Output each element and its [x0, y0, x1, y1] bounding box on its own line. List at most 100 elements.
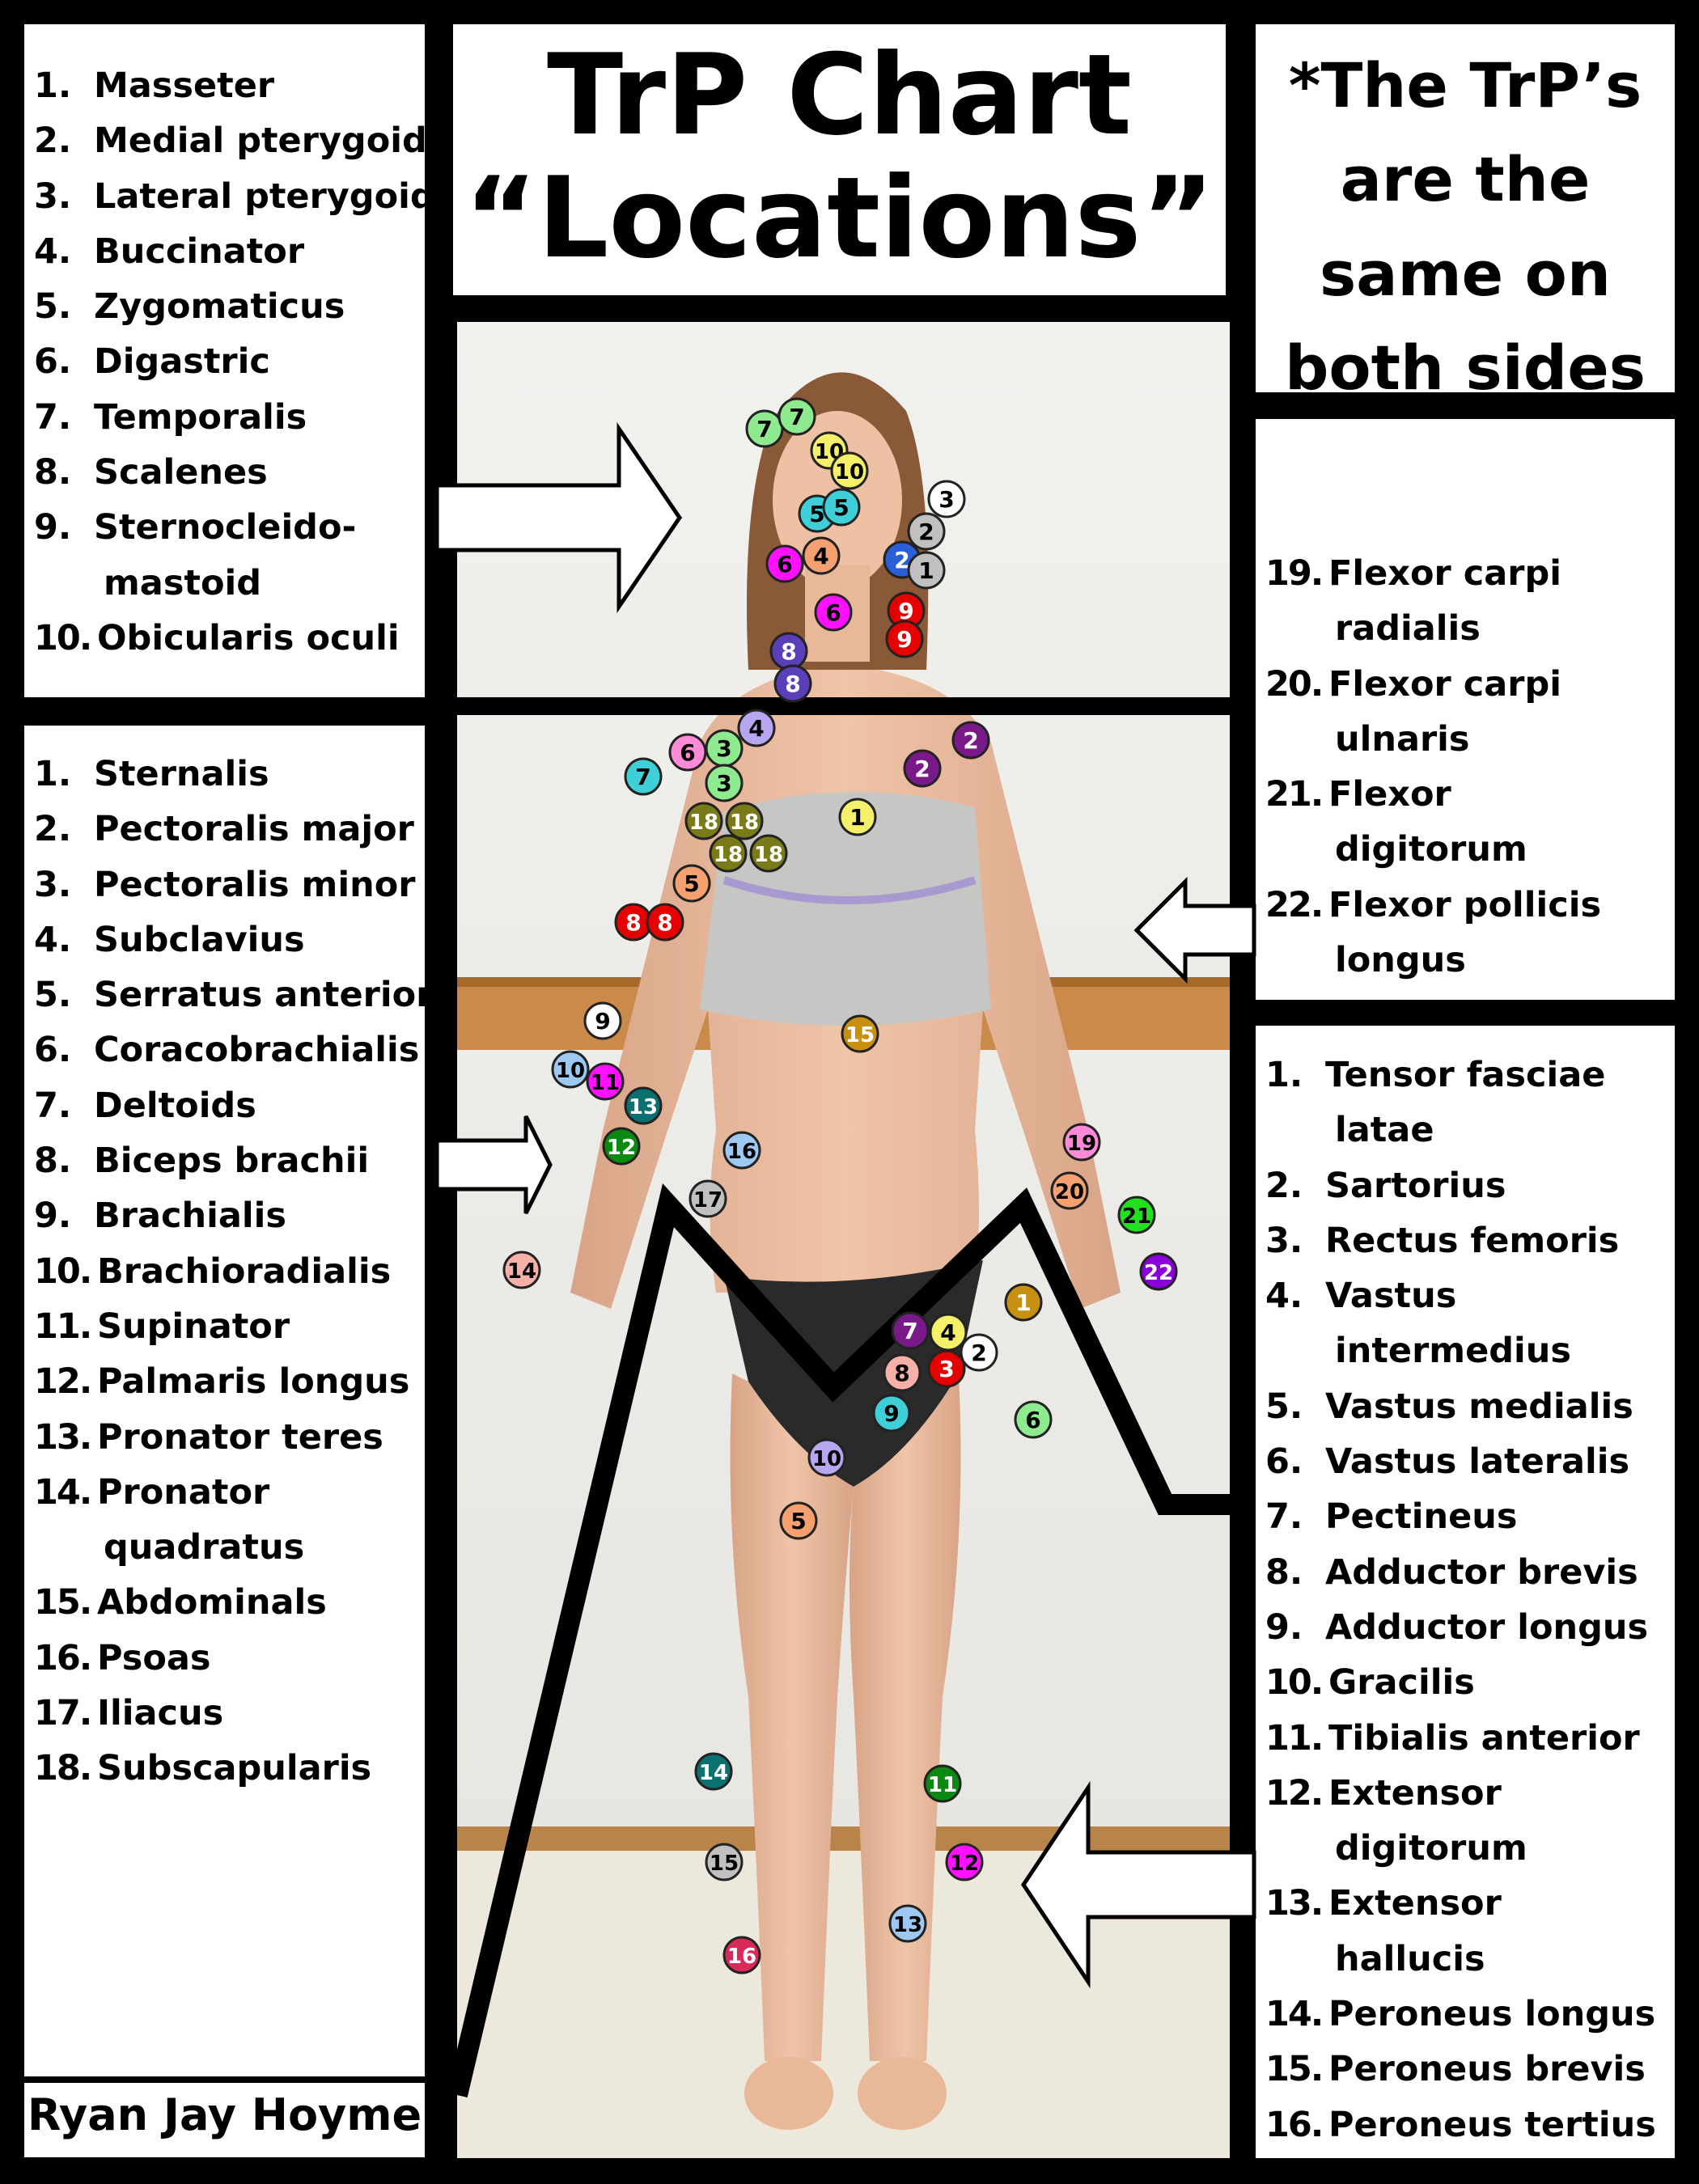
trigger-point-marker: 9: [872, 1394, 911, 1433]
list-item: 21.Flexor: [1265, 767, 1601, 822]
list-item-label: Peroneus tertius: [1328, 2104, 1656, 2145]
trigger-point-dot: [838, 798, 877, 836]
trigger-point-marker: 9: [885, 620, 924, 658]
trigger-point-dot: [888, 1904, 927, 1943]
list-item: quadratus: [34, 1520, 433, 1575]
trigger-point-dot: [646, 903, 684, 942]
list-item-label: intermedius: [1335, 1331, 1571, 1372]
list-item: 12.Palmaris longus: [34, 1354, 433, 1409]
trigger-point-label: 20: [1055, 1180, 1084, 1204]
leg-arrow: [1020, 1780, 1256, 1989]
trigger-point-dot: [929, 1313, 968, 1352]
trigger-point-label: 4: [748, 715, 764, 742]
trigger-point-marker: 12: [945, 1843, 984, 1881]
trigger-point-label: 7: [902, 1318, 917, 1344]
list-item-number: 9.: [34, 507, 72, 548]
trigger-point-label: 1: [918, 557, 934, 584]
trigger-point-label: 13: [629, 1095, 658, 1120]
list-item: 1.Masseter: [34, 58, 435, 113]
note-panel: [1256, 24, 1675, 392]
list-item-label: Tibialis anterior: [1328, 1717, 1640, 1759]
trigger-point-dot: [960, 1333, 998, 1372]
list-item-label: Peroneus longus: [1328, 1994, 1656, 2035]
trigger-point-dot: [841, 1014, 879, 1053]
list-item-number: 13.: [34, 1416, 92, 1458]
list-item-number: 5.: [34, 286, 72, 328]
list-item: 15.Abdominals: [34, 1575, 433, 1630]
list-item: 8.Scalenes: [34, 445, 435, 500]
trigger-point-dot: [885, 620, 924, 658]
leg-muscle-list-panel: [1256, 1026, 1675, 2158]
list-item-number: 1.: [34, 66, 72, 106]
trigger-point-marker: 2: [951, 721, 990, 760]
trigger-point-label: 12: [950, 1852, 979, 1876]
trigger-point-dot: [624, 757, 663, 796]
forearm-muscle-list-panel: [1256, 419, 1675, 1000]
trigger-point-dot: [777, 397, 816, 436]
trigger-point-dot: [705, 764, 744, 802]
list-item-number: 2.: [34, 121, 72, 162]
list-item-label: radialis: [1335, 608, 1481, 650]
note-line-4: both sides: [1285, 331, 1646, 404]
list-item: 17.Iliacus: [34, 1686, 433, 1741]
trigger-point-label: 2: [914, 756, 930, 782]
trigger-point-marker: 15: [705, 1843, 744, 1881]
trigger-point-marker: 1: [907, 551, 946, 590]
author-panel: [24, 2083, 425, 2157]
trigger-point-dot: [1117, 1196, 1156, 1234]
list-item: 4.Vastus: [1265, 1268, 1656, 1323]
trigger-point-marker: 6: [1014, 1400, 1053, 1439]
list-item-number: 20.: [1265, 663, 1324, 705]
trigger-point-dot: [502, 1251, 541, 1289]
list-item: mastoid: [34, 556, 435, 611]
list-item-label: Extensor: [1328, 1883, 1502, 1924]
list-item-label: Palmaris longus: [97, 1361, 410, 1403]
trigger-point-marker: 21: [1117, 1196, 1156, 1234]
trigger-point-marker: 18: [725, 802, 764, 840]
trigger-point-marker: 12: [602, 1127, 641, 1166]
trigger-point-dot: [722, 1131, 761, 1170]
trigger-point-marker: 3: [705, 764, 744, 802]
list-item: hallucis: [1265, 1932, 1656, 1987]
list-item-number: 11.: [1265, 1717, 1324, 1759]
trigger-point-dot: [802, 536, 841, 575]
trigger-point-marker: 11: [923, 1764, 962, 1803]
trigger-point-dot: [872, 1394, 911, 1433]
list-item-label: Adductor longus: [1325, 1606, 1649, 1648]
trigger-point-marker: 10: [830, 451, 869, 490]
trigger-point-marker: 14: [694, 1752, 733, 1791]
list-item: 10.Brachioradialis: [34, 1244, 433, 1299]
trigger-point-label: 2: [918, 518, 934, 545]
trigger-point-label: 21: [1122, 1204, 1151, 1229]
list-item-number: 4.: [34, 919, 72, 960]
list-item-label: Iliacus: [97, 1693, 224, 1734]
trigger-point-label: 2: [963, 727, 978, 754]
list-item: 2.Sartorius: [1265, 1158, 1656, 1213]
list-item-label: Medial pterygoid: [94, 121, 427, 162]
list-item-label: Lateral pterygoid: [94, 176, 435, 217]
trigger-point-label: 12: [607, 1136, 636, 1160]
trigger-point-marker: 5: [822, 488, 861, 527]
list-item-number: 16.: [1265, 2104, 1324, 2145]
title-line-1: TrP Chart: [547, 30, 1132, 160]
trunk-muscle-list-panel: [24, 726, 425, 2076]
list-item-label: Gracilis: [1328, 1662, 1475, 1704]
list-item-number: 9.: [1265, 1606, 1303, 1648]
list-item: 5.Vastus medialis: [1265, 1379, 1656, 1434]
list-item-number: 22.: [1265, 884, 1324, 925]
trigger-point-dot: [684, 802, 723, 840]
list-item-number: 10.: [1265, 1662, 1324, 1704]
list-item-number: 14.: [34, 1471, 92, 1513]
trigger-point-marker: 7: [777, 397, 816, 436]
trigger-point-marker: 9: [583, 1001, 622, 1040]
list-item: 5.Serratus anterior: [34, 967, 433, 1022]
list-item-label: Vastus: [1325, 1276, 1457, 1317]
list-item-label: Adductor brevis: [1325, 1551, 1638, 1593]
list-item-label: Scalenes: [94, 452, 268, 493]
list-item-label: Brachioradialis: [97, 1251, 392, 1292]
trigger-point-dot: [951, 721, 990, 760]
list-item-label: Pronator: [97, 1471, 270, 1513]
list-item-label: Abdominals: [97, 1582, 327, 1623]
